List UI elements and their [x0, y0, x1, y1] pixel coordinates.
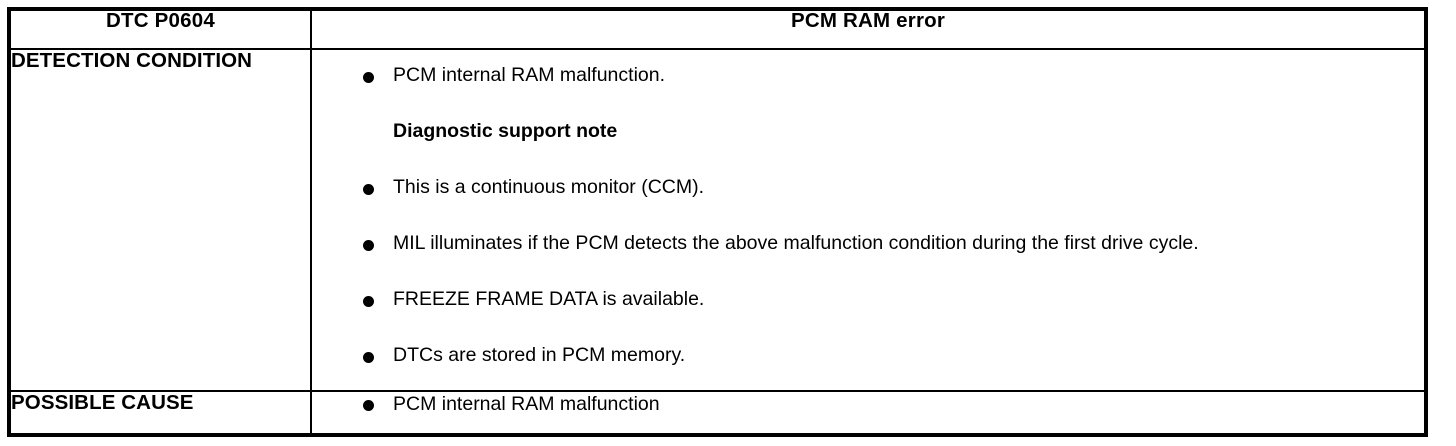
possible-cause-list: PCM internal RAM malfunction: [312, 392, 1424, 417]
possible-cause-label-cell: POSSIBLE CAUSE: [8, 390, 312, 436]
list-item-text: FREEZE FRAME DATA is available.: [393, 287, 705, 310]
detection-condition-label-cell: DETECTION CONDITION: [8, 48, 312, 392]
list-item: FREEZE FRAME DATA is available.: [312, 287, 1424, 312]
list-item-text: Diagnostic support note: [393, 119, 618, 142]
possible-cause-body-cell: PCM internal RAM malfunction: [310, 390, 1427, 436]
list-item-text: MIL illuminates if the PCM detects the a…: [393, 231, 1199, 254]
list-item-text: This is a continuous monitor (CCM).: [393, 175, 705, 198]
dtc-title-cell: PCM RAM error: [310, 8, 1427, 50]
dtc-diagnostic-table: DTC P0604 PCM RAM error DETECTION CONDIT…: [7, 7, 1428, 437]
table-header-row: DTC P0604 PCM RAM error: [8, 8, 1427, 50]
possible-cause-label: POSSIBLE CAUSE: [11, 391, 194, 414]
dtc-code-cell: DTC P0604: [8, 8, 312, 50]
list-item-text: PCM internal RAM malfunction.: [393, 64, 666, 86]
detection-condition-list: PCM internal RAM malfunction. Diagnostic…: [312, 50, 1424, 368]
list-item: This is a continuous monitor (CCM).: [312, 175, 1424, 200]
diagnostic-support-note-heading: Diagnostic support note: [312, 119, 1424, 144]
list-item-text: PCM internal RAM malfunction: [393, 393, 660, 415]
detection-condition-row: DETECTION CONDITION PCM internal RAM mal…: [8, 48, 1427, 392]
list-item: PCM internal RAM malfunction.: [312, 63, 1424, 88]
list-item: MIL illuminates if the PCM detects the a…: [312, 231, 1424, 256]
list-item: DTCs are stored in PCM memory.: [312, 343, 1424, 368]
dtc-title-label: PCM RAM error: [790, 9, 946, 32]
detection-condition-label: DETECTION CONDITION: [11, 49, 253, 72]
possible-cause-row: POSSIBLE CAUSE PCM internal RAM malfunct…: [8, 390, 1427, 436]
dtc-code-label: DTC P0604: [106, 9, 215, 32]
list-item: PCM internal RAM malfunction: [312, 392, 1424, 417]
detection-condition-body-cell: PCM internal RAM malfunction. Diagnostic…: [310, 48, 1427, 392]
list-item-text: DTCs are stored in PCM memory.: [393, 343, 686, 366]
dtc-table-container: DTC P0604 PCM RAM error DETECTION CONDIT…: [7, 7, 1428, 437]
